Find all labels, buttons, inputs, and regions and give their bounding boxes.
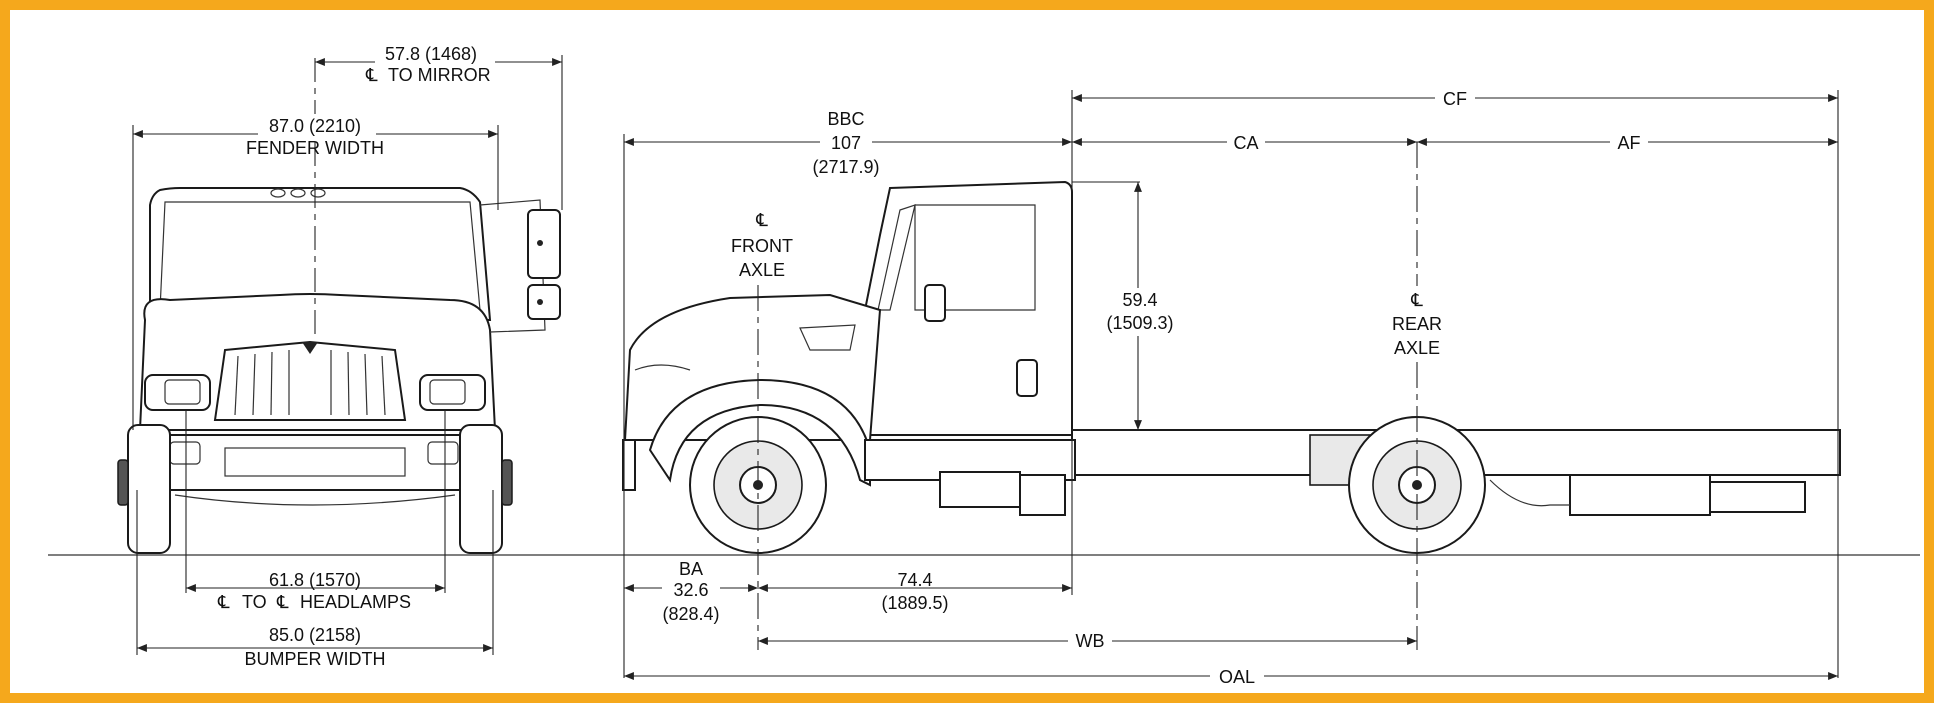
side-view-truck	[622, 180, 1841, 554]
oal-label: OAL	[1219, 667, 1255, 687]
centerline-symbol: ℄	[217, 592, 230, 612]
ca-label: CA	[1233, 133, 1258, 153]
bbc-label: BBC	[827, 109, 864, 129]
headlamp-dimension: 61.8 (1570)	[269, 570, 361, 590]
front-view-truck	[117, 187, 561, 554]
centerline-symbol: ℄	[276, 592, 289, 612]
wb-label: WB	[1076, 631, 1105, 651]
cab-height-value: 59.4	[1122, 290, 1157, 310]
headlamp-label: HEADLAMPS	[300, 592, 411, 612]
bumper-label: BUMPER WIDTH	[245, 649, 386, 669]
mirror-label: TO MIRROR	[388, 65, 491, 85]
centerline-symbol: ℄	[1410, 290, 1423, 310]
front-axle-label: AXLE	[739, 260, 785, 280]
fender-label: FENDER WIDTH	[246, 138, 384, 158]
centerline-symbol: ℄	[755, 210, 768, 230]
cf-label: CF	[1443, 89, 1467, 109]
ba-label: BA	[679, 559, 703, 579]
ba-value: 32.6	[673, 580, 708, 600]
bbc-value: 107	[831, 133, 861, 153]
axle-to-cab-metric: (1889.5)	[881, 593, 948, 613]
bbc-metric: (2717.9)	[812, 157, 879, 177]
headlamp-to-label: TO	[242, 592, 267, 612]
af-label: AF	[1617, 133, 1640, 153]
cab-height-metric: (1509.3)	[1106, 313, 1173, 333]
centerline-symbol: ℄	[365, 65, 378, 85]
axle-to-cab-value: 74.4	[897, 570, 932, 590]
ba-metric: (828.4)	[662, 604, 719, 624]
front-axle-label: FRONT	[731, 236, 793, 256]
truck-dimension-drawing: 57.8 (1468) ℄ TO MIRROR 87.0 (2210) FEND…	[48, 42, 1920, 687]
rear-axle-label: AXLE	[1394, 338, 1440, 358]
rear-axle-label: REAR	[1392, 314, 1442, 334]
fender-dimension: 87.0 (2210)	[269, 116, 361, 136]
side-dimension-labels: CF CA AF BBC 107 (2717.9) ℄ FRONT AXLE 5…	[662, 88, 1648, 687]
bumper-dimension: 85.0 (2158)	[269, 625, 361, 645]
front-dimension-labels: 57.8 (1468) ℄ TO MIRROR 87.0 (2210) FEND…	[217, 42, 495, 669]
mirror-dimension: 57.8 (1468)	[385, 44, 477, 64]
